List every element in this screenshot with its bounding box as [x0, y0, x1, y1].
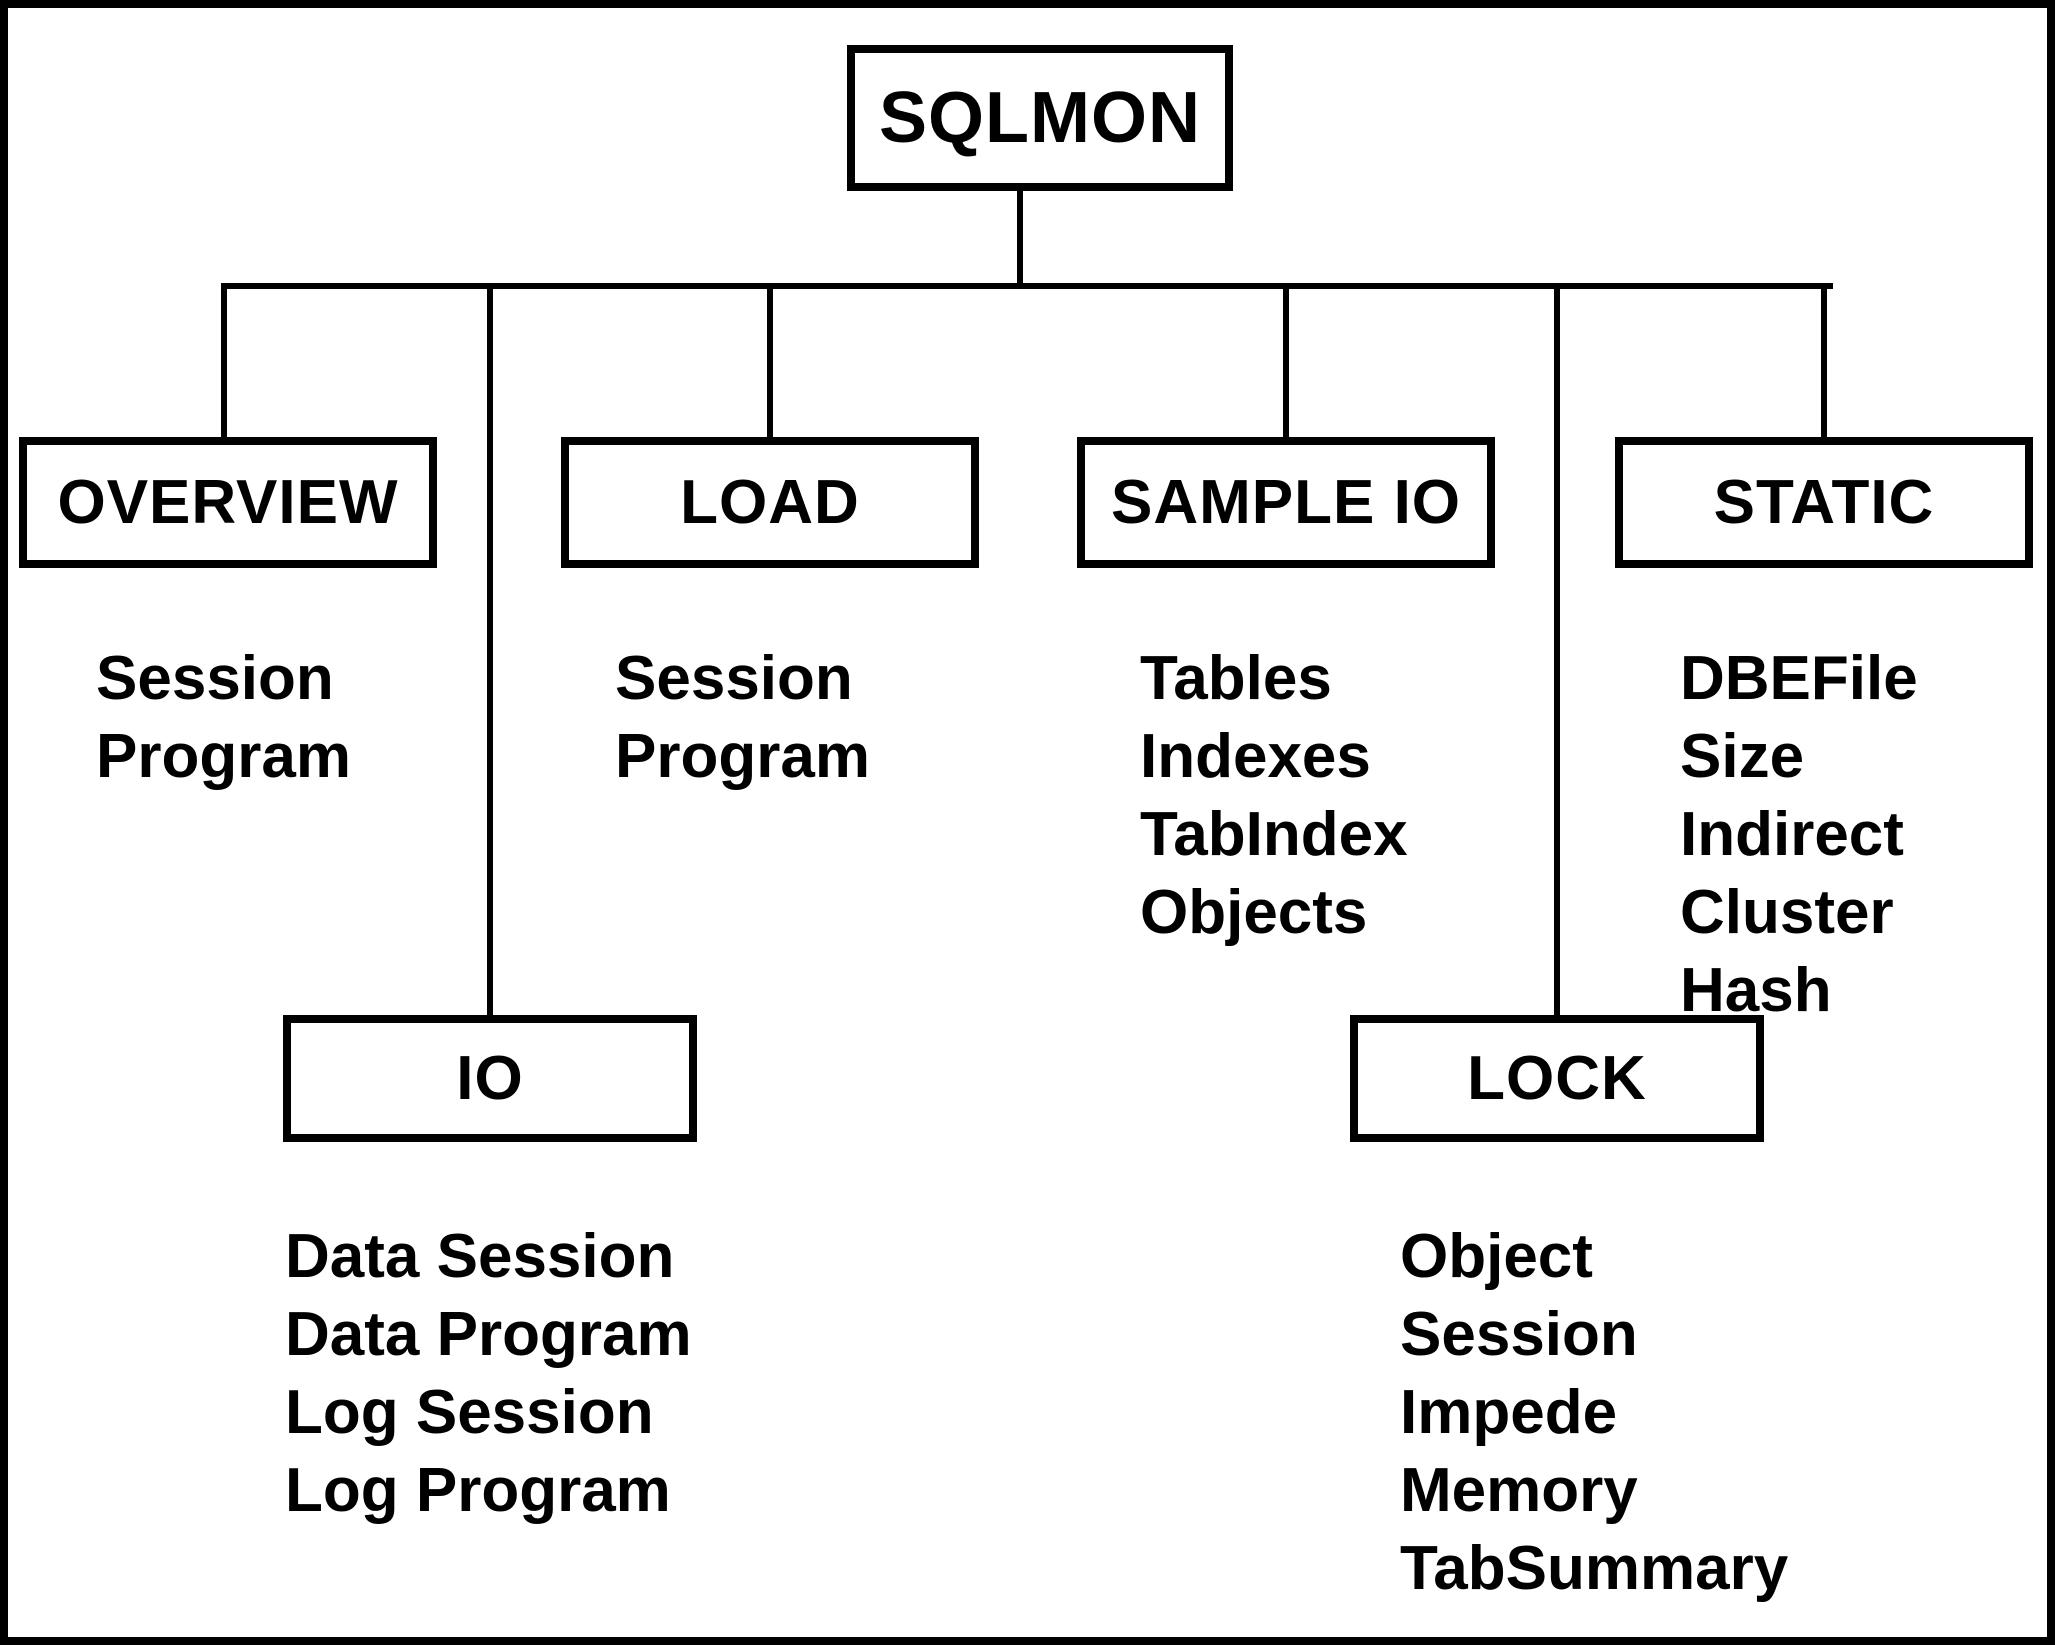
static-item-list: DBEFile Size Indirect Cluster Hash	[1680, 640, 1918, 1030]
node-sqlmon: SQLMON	[847, 45, 1233, 191]
node-io-label: IO	[456, 1044, 524, 1113]
list-item: Log Session	[285, 1378, 654, 1447]
list-item: Objects	[1140, 878, 1368, 947]
connector-load-drop	[767, 286, 773, 437]
list-item: Session	[1400, 1300, 1638, 1369]
node-static: STATIC	[1615, 437, 2033, 568]
node-lock-label: LOCK	[1467, 1044, 1647, 1113]
list-item: Size	[1680, 722, 1805, 791]
node-overview: OVERVIEW	[19, 437, 437, 568]
list-item: Program	[615, 722, 870, 791]
connector-sample-io-drop	[1283, 286, 1289, 437]
list-item: Hash	[1680, 956, 1832, 1025]
node-load: LOAD	[561, 437, 979, 568]
list-item: Cluster	[1680, 878, 1894, 947]
node-sample-io: SAMPLE IO	[1077, 437, 1495, 568]
node-io: IO	[283, 1015, 697, 1142]
list-item: Object	[1400, 1222, 1593, 1291]
connector-static-drop	[1821, 286, 1827, 437]
list-item: TabSummary	[1400, 1534, 1789, 1603]
list-item: Data Session	[285, 1222, 675, 1291]
lock-item-list: Object Session Impede Memory TabSummary	[1400, 1218, 1788, 1608]
list-item: TabIndex	[1140, 800, 1408, 869]
overview-item-list: Session Program	[96, 640, 351, 796]
list-item: Log Program	[285, 1456, 671, 1525]
list-item: Session	[96, 644, 334, 713]
list-item: DBEFile	[1680, 644, 1918, 713]
load-item-list: Session Program	[615, 640, 870, 796]
connector-lock-drop	[1554, 286, 1560, 1015]
connector-io-drop	[487, 286, 493, 1015]
io-item-list: Data Session Data Program Log Session Lo…	[285, 1218, 692, 1530]
node-load-label: LOAD	[680, 468, 860, 537]
connector-root-drop	[1017, 188, 1023, 287]
list-item: Impede	[1400, 1378, 1618, 1447]
list-item: Data Program	[285, 1300, 692, 1369]
connector-horizontal-bar	[221, 283, 1833, 289]
list-item: Indexes	[1140, 722, 1371, 791]
connector-overview-drop	[221, 286, 227, 437]
list-item: Tables	[1140, 644, 1332, 713]
sample-io-item-list: Tables Indexes TabIndex Objects	[1140, 640, 1408, 952]
list-item: Indirect	[1680, 800, 1904, 869]
list-item: Session	[615, 644, 853, 713]
node-lock: LOCK	[1350, 1015, 1764, 1142]
list-item: Program	[96, 722, 351, 791]
node-overview-label: OVERVIEW	[57, 468, 399, 537]
node-sample-io-label: SAMPLE IO	[1110, 468, 1462, 537]
node-sqlmon-label: SQLMON	[879, 78, 1201, 158]
list-item: Memory	[1400, 1456, 1638, 1525]
node-static-label: STATIC	[1713, 468, 1935, 537]
